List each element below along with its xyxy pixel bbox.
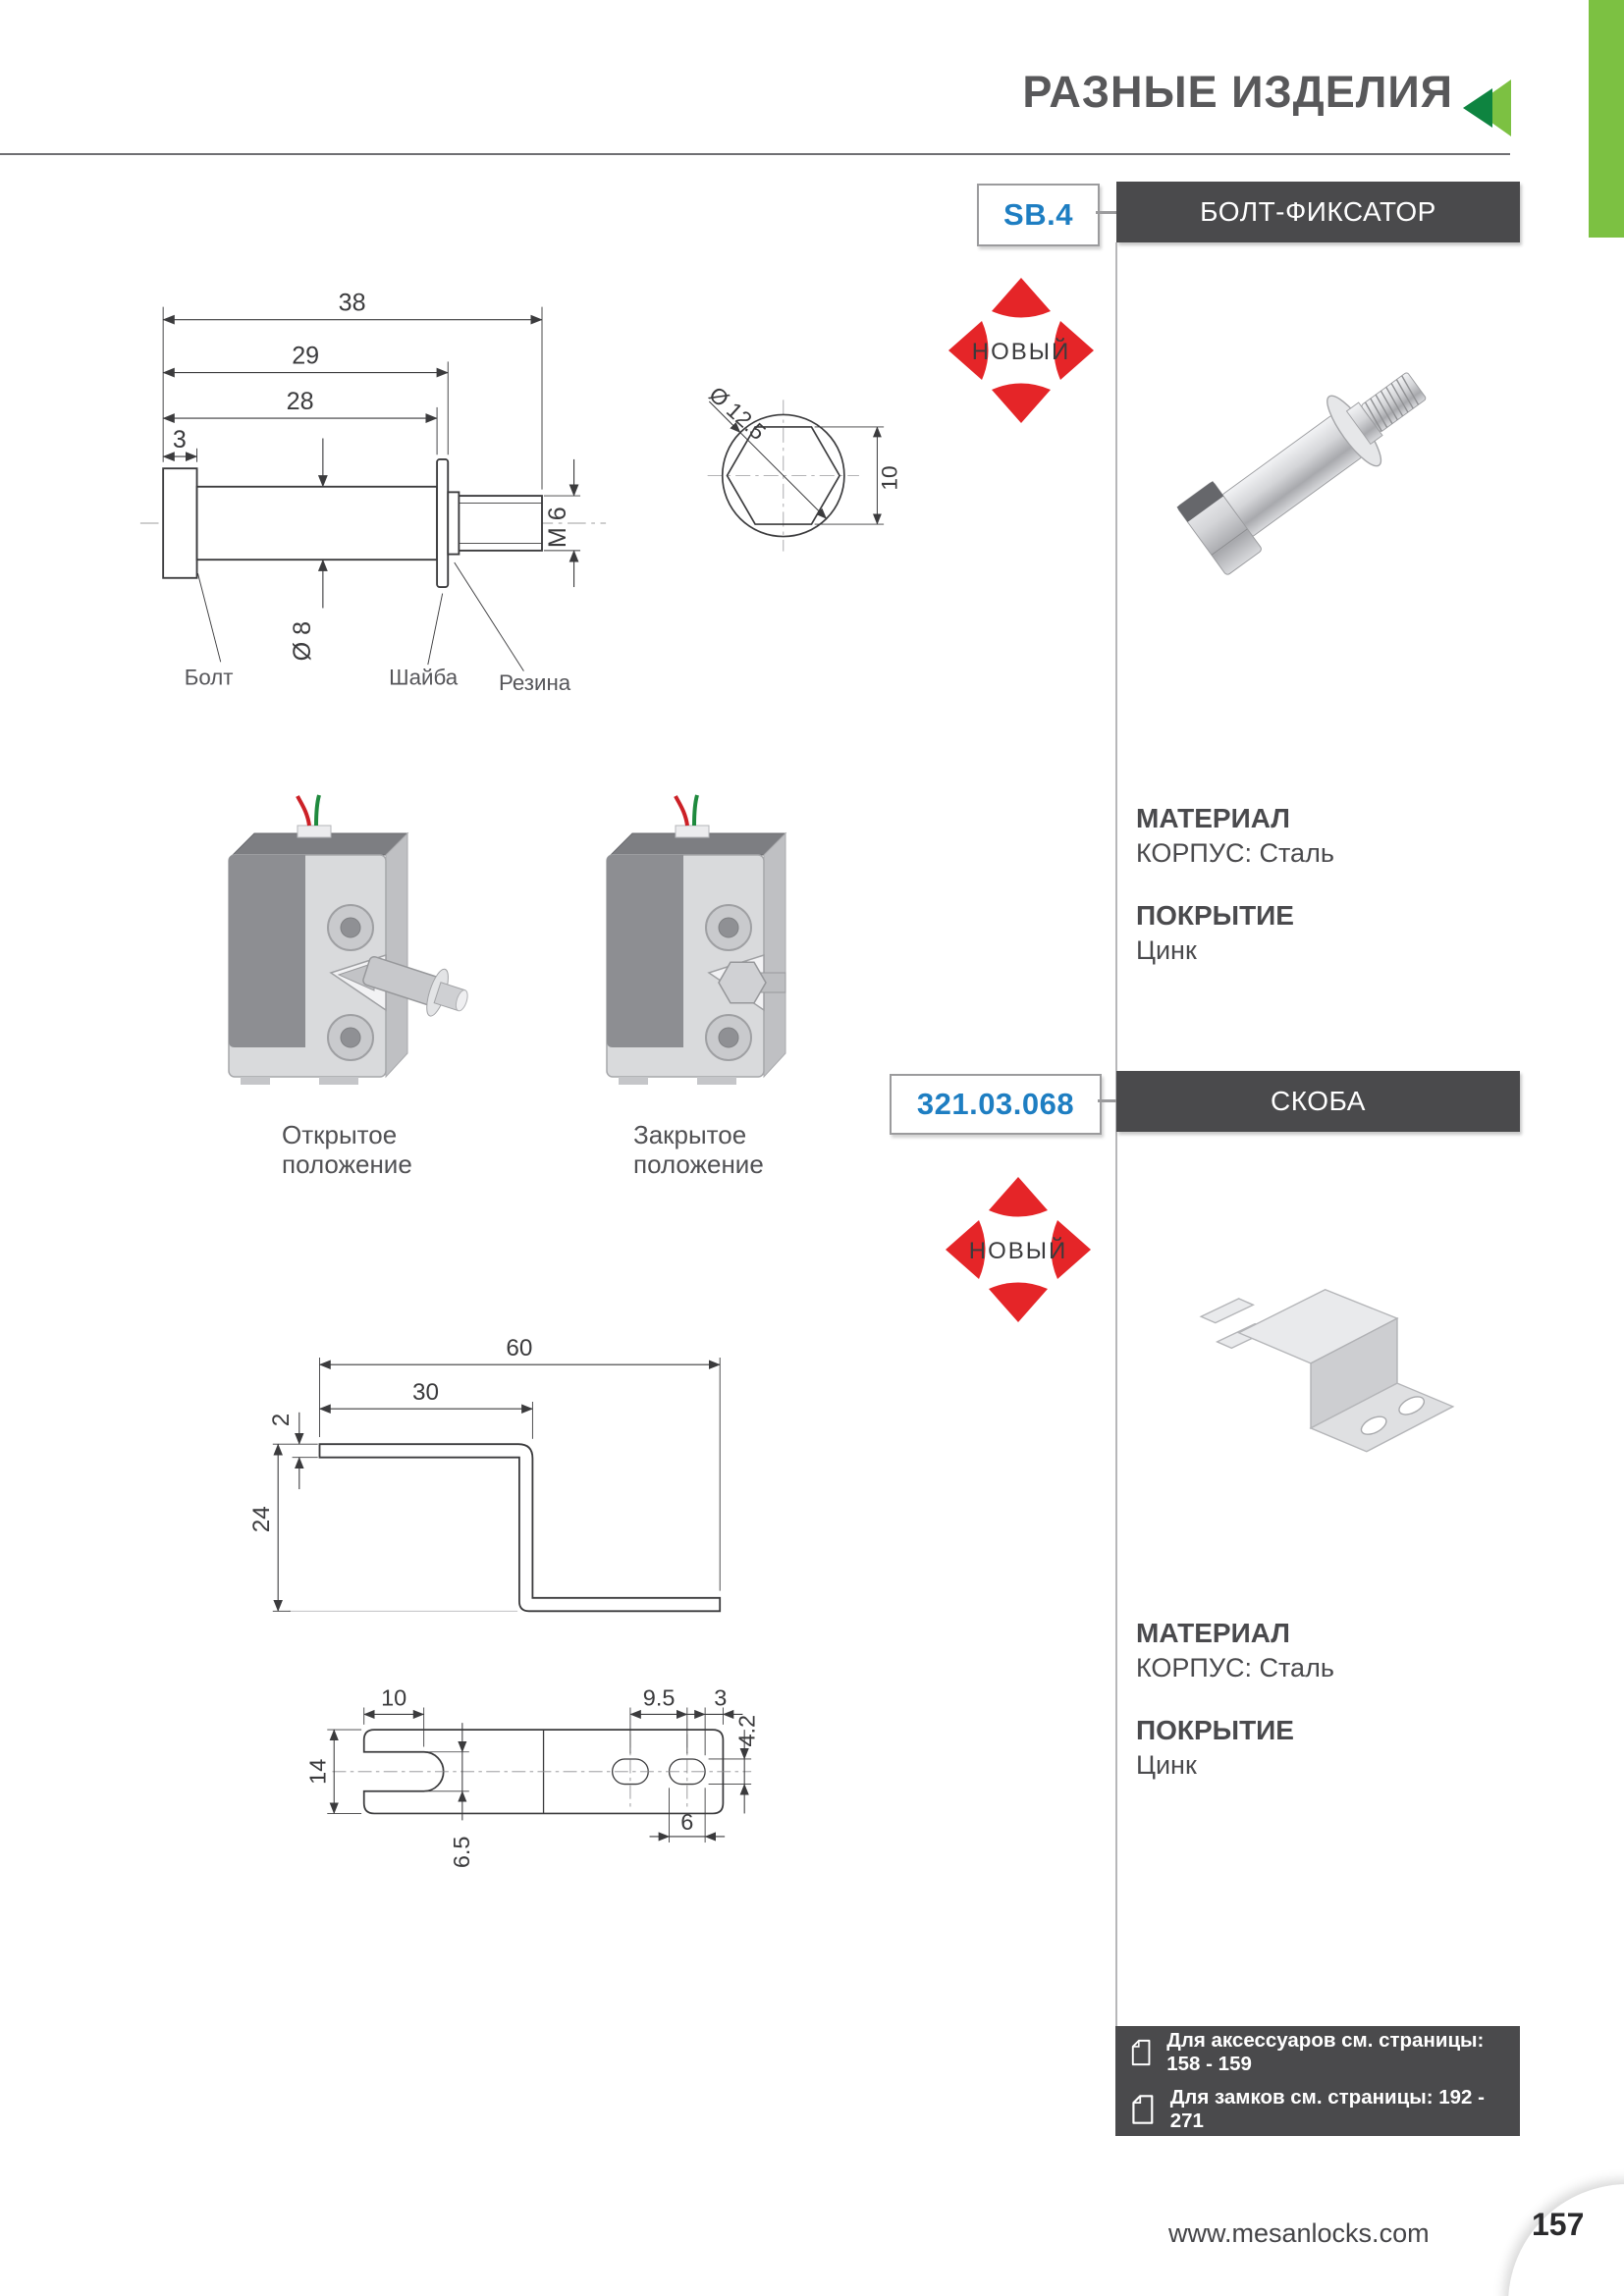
product2-code-box: 321.03.068 (890, 1074, 1102, 1135)
coating-value: Цинк (1136, 1750, 1197, 1780)
dim-m6: M 6 (544, 507, 571, 548)
product2-code: 321.03.068 (916, 1087, 1075, 1121)
product2-title: СКОБА (1271, 1086, 1366, 1116)
material-label: МАТЕРИАЛ (1136, 1618, 1290, 1648)
website-url: www.mesanlocks.com (1168, 2218, 1430, 2248)
header-rule (0, 153, 1510, 155)
lock-open-pin (362, 955, 468, 1017)
new-badge-label: НОВЫЙ (972, 338, 1071, 365)
lock-closed-body (606, 794, 787, 1085)
bracket-product-photo (1199, 1288, 1455, 1453)
position-open-label: Открытое положение (282, 1120, 412, 1179)
reference-box: Для аксессуаров см. страницы: 158 - 159 … (1115, 2026, 1520, 2136)
label-washer: Шайба (389, 666, 459, 690)
coating-value: Цинк (1136, 935, 1197, 965)
dim-38: 38 (339, 289, 366, 316)
product1-specs: МАТЕРИАЛ КОРПУС: Сталь ПОКРЫТИЕ Цинк (1136, 803, 1489, 966)
edge-tab-green (1589, 0, 1624, 238)
dim-14: 14 (305, 1759, 331, 1785)
new-badge: НОВЫЙ (948, 278, 1094, 423)
product1-code-box: SB.4 (977, 184, 1100, 246)
page-number: 157 (1532, 2207, 1585, 2242)
dim-60: 60 (506, 1335, 532, 1362)
dim-95: 9.5 (643, 1685, 676, 1711)
dim-d8: Ø 8 (289, 621, 316, 661)
bolt-hex-section-drawing: Ø 12.5 10 (704, 382, 902, 552)
lock-closed-photo (606, 794, 787, 1085)
bolt-leader-lines (197, 561, 524, 671)
label-rubber: Резина (499, 670, 571, 692)
dim-6: 6 (680, 1809, 693, 1835)
bolt-product-photo (1176, 372, 1427, 575)
product1-code: SB.4 (1003, 197, 1073, 232)
bracket-side-dim-lines (273, 1360, 721, 1612)
product2-specs: МАТЕРИАЛ КОРПУС: Сталь ПОКРЫТИЕ Цинк (1136, 1618, 1489, 1781)
dim-3-edge: 3 (714, 1685, 727, 1711)
hex-extension-lines (814, 426, 885, 525)
bracket-side-extension-lines (272, 1358, 721, 1612)
dim-10-hex: 10 (878, 465, 902, 490)
reference-row-accessories: Для аксессуаров см. страницы: 158 - 159 (1129, 2029, 1520, 2076)
bracket-side-drawing: 60 30 2 24 (248, 1335, 722, 1613)
product2-connector (1098, 1099, 1116, 1102)
material-value: КОРПУС: Сталь (1136, 1653, 1334, 1682)
position-closed-label: Закрытое положение (633, 1120, 764, 1179)
page-title: РАЗНЫЕ ИЗДЕЛИЯ (1022, 67, 1453, 117)
material-label: МАТЕРИАЛ (1136, 803, 1290, 833)
lock-open-photo (228, 794, 468, 1085)
column-divider (1115, 242, 1117, 2026)
reference-locks-text: Для замков см. страницы: 192 - 271 (1169, 2086, 1485, 2132)
bracket-top-drawing: 10 9.5 3 14 6.5 6 4.2 (305, 1685, 760, 1868)
dim-3: 3 (173, 426, 187, 454)
dim-42: 4.2 (734, 1715, 760, 1747)
lock-open-body (228, 794, 409, 1085)
product1-title-bar: БОЛТ-ФИКСАТОР (1116, 182, 1520, 242)
product1-title: БОЛТ-ФИКСАТОР (1200, 196, 1436, 227)
bracket-top-dim-lines (329, 1709, 749, 1842)
dim-30: 30 (412, 1379, 439, 1406)
dim-28: 28 (287, 388, 314, 415)
product2-title-bar: СКОБА (1116, 1071, 1520, 1132)
bolt-outline (162, 457, 543, 589)
page-icon (1132, 2095, 1154, 2124)
hex-circle (721, 413, 845, 538)
label-bolt: Болт (185, 666, 234, 690)
reference-row-locks: Для замков см. страницы: 192 - 271 (1129, 2086, 1520, 2133)
hex-polygon (726, 426, 841, 525)
coating-label: ПОКРЫТИЕ (1136, 900, 1294, 931)
new-badge-label: НОВЫЙ (969, 1237, 1068, 1264)
coating-label: ПОКРЫТИЕ (1136, 1715, 1294, 1745)
dim-10: 10 (381, 1685, 406, 1711)
section-arrow-icon (1463, 80, 1511, 136)
dim-2: 2 (268, 1414, 295, 1427)
material-value: КОРПУС: Сталь (1136, 838, 1334, 868)
new-badge: НОВЫЙ (946, 1177, 1091, 1322)
bracket-profile-outline (318, 1443, 722, 1613)
reference-accessories-text: Для аксессуаров см. страницы: 158 - 159 (1166, 2029, 1485, 2075)
bracket-photo-group (1199, 1288, 1455, 1453)
hex-dim-lines (708, 400, 882, 525)
bolt-photo-group (1176, 372, 1427, 575)
bolt-technical-drawing: 38 29 28 3 Ø 8 M 6 Болт Шайба Резина (139, 289, 607, 692)
dim-29: 29 (292, 342, 319, 369)
dim-65: 6.5 (449, 1836, 474, 1868)
bolt-thread-lines (459, 503, 543, 544)
product1-connector (1096, 211, 1116, 214)
bolt-dim-lines (162, 314, 579, 609)
dim-24: 24 (248, 1506, 275, 1532)
lock-closed-nut (718, 961, 786, 1004)
page-icon (1131, 2039, 1151, 2066)
